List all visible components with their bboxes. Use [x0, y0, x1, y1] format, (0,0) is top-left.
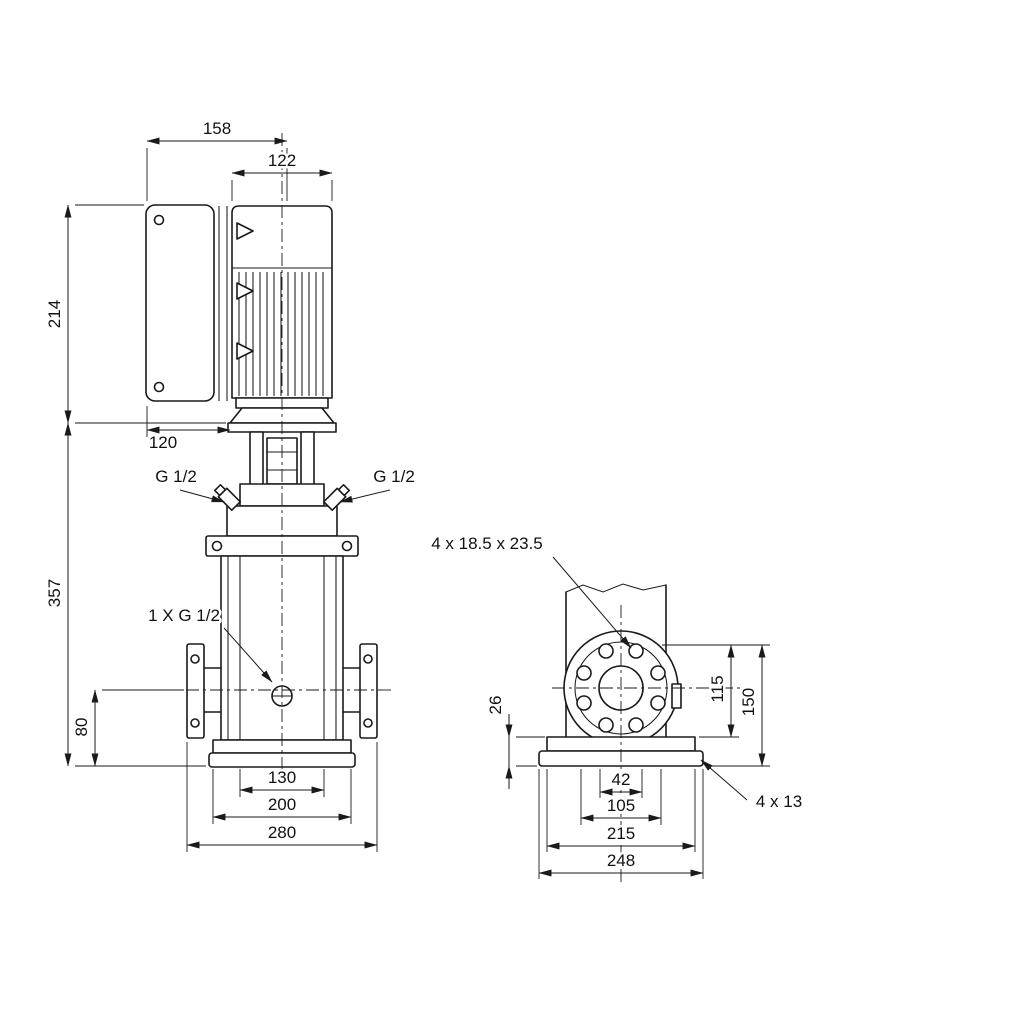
dim-158-label: 158	[203, 119, 231, 138]
port-flange-right	[359, 643, 378, 739]
break-line	[565, 583, 667, 593]
flange-holes-label: 4 x 18.5 x 23.5	[431, 534, 543, 553]
dim-115-label: 115	[708, 675, 727, 702]
leader-flange-holes	[552, 556, 632, 649]
dim-26-label: 26	[486, 696, 505, 715]
port-bolt-hole	[363, 654, 373, 664]
dim-357-label: 357	[45, 579, 64, 607]
dim-248-label: 248	[607, 851, 635, 870]
gauge-port-boss-right	[322, 483, 351, 512]
dim-130-label: 130	[268, 768, 296, 787]
side-boss	[671, 683, 682, 709]
base-holes-label: 4 x 13	[756, 792, 802, 811]
motor-control-box	[145, 204, 215, 402]
pump-front-view	[145, 133, 392, 772]
port-bolt-hole	[190, 654, 200, 664]
stool-leg-right	[300, 431, 315, 491]
leader-base-holes	[700, 759, 748, 801]
motor-cooling-fins	[238, 272, 324, 396]
leader-g12-left	[179, 489, 225, 503]
drain-label: 1 X G 1/2	[148, 606, 220, 625]
dim-200-label: 200	[268, 795, 296, 814]
staybolts-and-sleeve	[227, 556, 337, 740]
port-necks	[203, 667, 361, 713]
dim-122-label: 122	[268, 151, 296, 170]
port-label-g12-right: G 1/2	[373, 467, 415, 486]
stool-leg-left	[249, 431, 264, 491]
control-box-screw-top	[153, 214, 165, 226]
dim-42-label: 42	[612, 770, 631, 789]
flange-nut-left	[211, 540, 223, 552]
side-view-dimensions: 4 x 18.5 x 23.5 26 115 150 42 105 215 24…	[429, 532, 805, 879]
motor-clips	[236, 222, 254, 360]
flange-nut-right	[341, 540, 353, 552]
dim-150-label: 150	[739, 688, 758, 716]
port-bolt-hole	[190, 718, 200, 728]
port-bolt-hole	[363, 718, 373, 728]
pump-side-view	[538, 583, 745, 884]
dim-215-label: 215	[607, 824, 635, 843]
extension-lines-side	[516, 644, 770, 879]
control-box-seam	[218, 206, 228, 401]
leader-g12-right	[339, 489, 391, 503]
gauge-port-boss-left	[213, 483, 242, 512]
dim-280-label: 280	[268, 823, 296, 842]
dim-80-label: 80	[72, 718, 91, 737]
port-label-g12-left: G 1/2	[155, 467, 197, 486]
dim-214-label: 214	[45, 300, 64, 328]
dim-120-label: 120	[149, 433, 177, 452]
front-view-dimensions: 158 122 214 120 357 80 130 200 280 G 1/2…	[43, 117, 417, 852]
control-box-screw-bottom	[153, 381, 165, 393]
leader-drain	[223, 627, 273, 683]
dim-105-label: 105	[607, 796, 635, 815]
port-flange-left	[186, 643, 205, 739]
flange-bolt-holes	[576, 643, 666, 733]
